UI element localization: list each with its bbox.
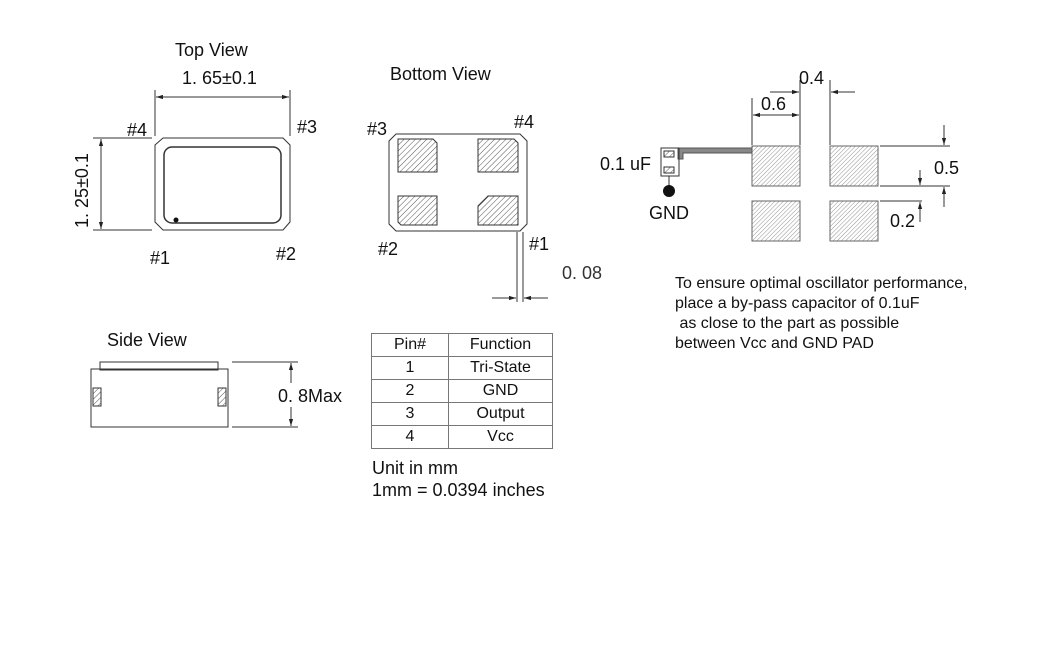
top-view-pin-4: #4 <box>127 120 148 140</box>
land-dim-pitch: 0.4 <box>799 68 825 88</box>
bottom-pad-2 <box>397 195 438 226</box>
top-view <box>93 90 291 231</box>
pin1-dot <box>173 217 179 223</box>
bottom-view-pin-1: #1 <box>529 234 550 254</box>
bottom-view-title: Bottom View <box>390 64 491 84</box>
land-dim-pad: 0.6 <box>761 94 787 114</box>
bypass-note: To ensure optimal oscillator performance… <box>675 274 968 354</box>
units-note: Unit in mm 1mm = 0.0394 inches <box>372 457 545 501</box>
pin-number: 3 <box>371 402 449 426</box>
units-line-1: Unit in mm <box>372 458 459 478</box>
side-view-title: Side View <box>107 330 187 350</box>
top-view-height-dim: 1. 25±0.1 <box>72 153 92 228</box>
table-row: 3 Output <box>371 402 553 426</box>
top-view-title: Top View <box>175 40 248 60</box>
table-row: 4 Vcc <box>371 425 553 449</box>
note-line: place a by-pass capacitor of 0.1uF <box>675 295 920 312</box>
bottom-view-pin-4: #4 <box>514 112 535 132</box>
top-view-pin-1: #1 <box>150 248 171 268</box>
top-view-width-dim: 1. 65±0.1 <box>182 68 257 88</box>
bottom-pad-3 <box>397 138 438 173</box>
bottom-view-thickness-dim: 0. 08 <box>562 263 603 283</box>
header-function: Function <box>448 333 553 357</box>
note-line: between Vcc and GND PAD <box>675 335 874 352</box>
land-pattern <box>660 80 950 242</box>
land-pad-3 <box>829 145 879 187</box>
pin-function: Tri-State <box>448 356 553 380</box>
note-line: To ensure optimal oscillator performance… <box>675 275 968 292</box>
pin-function: Vcc <box>448 425 553 449</box>
top-view-pin-3: #3 <box>297 117 318 137</box>
side-view <box>90 361 298 428</box>
pin-number: 4 <box>371 425 449 449</box>
side-view-height-dim: 0. 8Max <box>278 386 343 406</box>
pin-number: 2 <box>371 379 449 403</box>
gnd-node <box>663 185 675 197</box>
note-line: as close to the part as possible <box>675 315 900 332</box>
top-view-pin-2: #2 <box>276 244 297 264</box>
land-pad-1 <box>829 200 879 242</box>
bottom-pad-4 <box>477 138 519 173</box>
table-header-row: Pin# Function <box>371 333 553 357</box>
bottom-view-pin-3: #3 <box>367 119 388 139</box>
land-pad-4 <box>751 145 801 187</box>
bottom-view-pin-2: #2 <box>378 239 399 259</box>
pin-function: GND <box>448 379 553 403</box>
units-line-2: 1mm = 0.0394 inches <box>372 480 545 500</box>
pin-function-table: Pin# Function 1 Tri-State 2 GND 3 Output… <box>371 333 553 449</box>
land-dim-gap: 0.5 <box>934 158 960 178</box>
table-row: 1 Tri-State <box>371 356 553 380</box>
bottom-view <box>388 133 548 302</box>
bottom-pad-1 <box>477 195 519 226</box>
capacitor-label: 0.1 uF <box>600 154 652 174</box>
table-row: 2 GND <box>371 379 553 403</box>
pin-number: 1 <box>371 356 449 380</box>
header-pin: Pin# <box>371 333 449 357</box>
pin-function: Output <box>448 402 553 426</box>
gnd-label: GND <box>649 203 689 223</box>
land-dim-pad-h: 0.2 <box>890 211 916 231</box>
land-pad-2 <box>751 200 801 242</box>
